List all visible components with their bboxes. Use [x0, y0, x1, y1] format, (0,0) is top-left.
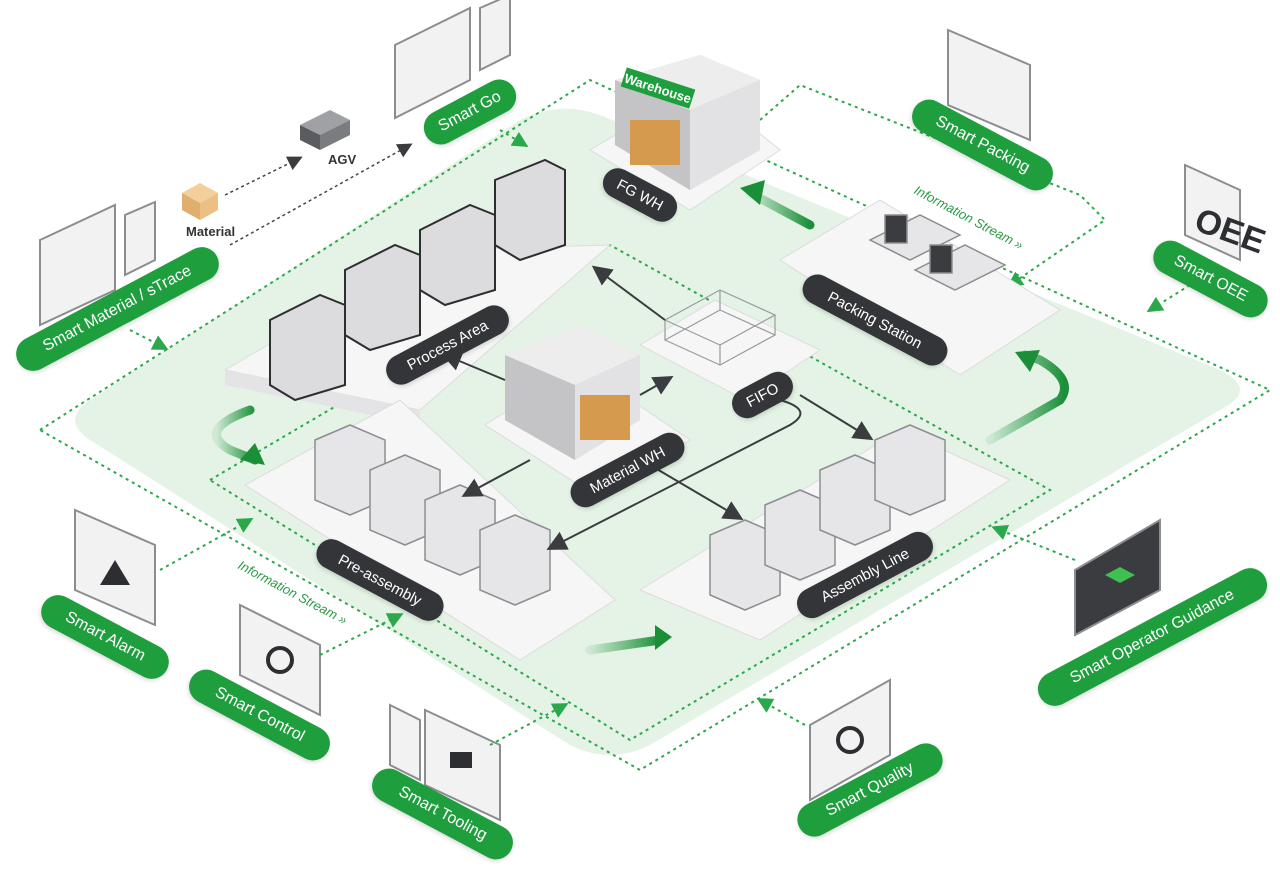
- module-connectors: [129, 129, 1191, 746]
- quality-shield-icon: [836, 726, 864, 754]
- packing-station-tables: [868, 214, 1007, 291]
- agv-paths: [224, 143, 413, 246]
- process-arrow-heads: [240, 180, 1040, 650]
- control-gear-icon: [266, 646, 294, 674]
- process-machines: [269, 158, 566, 402]
- pre-assembly-machines: [314, 424, 551, 606]
- material-box-icon: [182, 183, 218, 220]
- material-warehouse-building: [505, 325, 640, 460]
- top-stream-path: [759, 83, 1107, 288]
- material-flow-arrows: [441, 265, 874, 550]
- material-label: Material: [186, 224, 236, 239]
- agv-label: AGV: [328, 152, 357, 167]
- fifo-cage: [663, 289, 777, 366]
- outer-stream-loop: [38, 78, 1273, 772]
- fg-warehouse-building: [615, 55, 760, 190]
- tooling-icon: [450, 752, 472, 768]
- assembly-machines: [709, 424, 946, 611]
- operator-cube-icon: [1105, 567, 1135, 583]
- agv-icon: [300, 110, 350, 150]
- warning-icon: [100, 560, 130, 585]
